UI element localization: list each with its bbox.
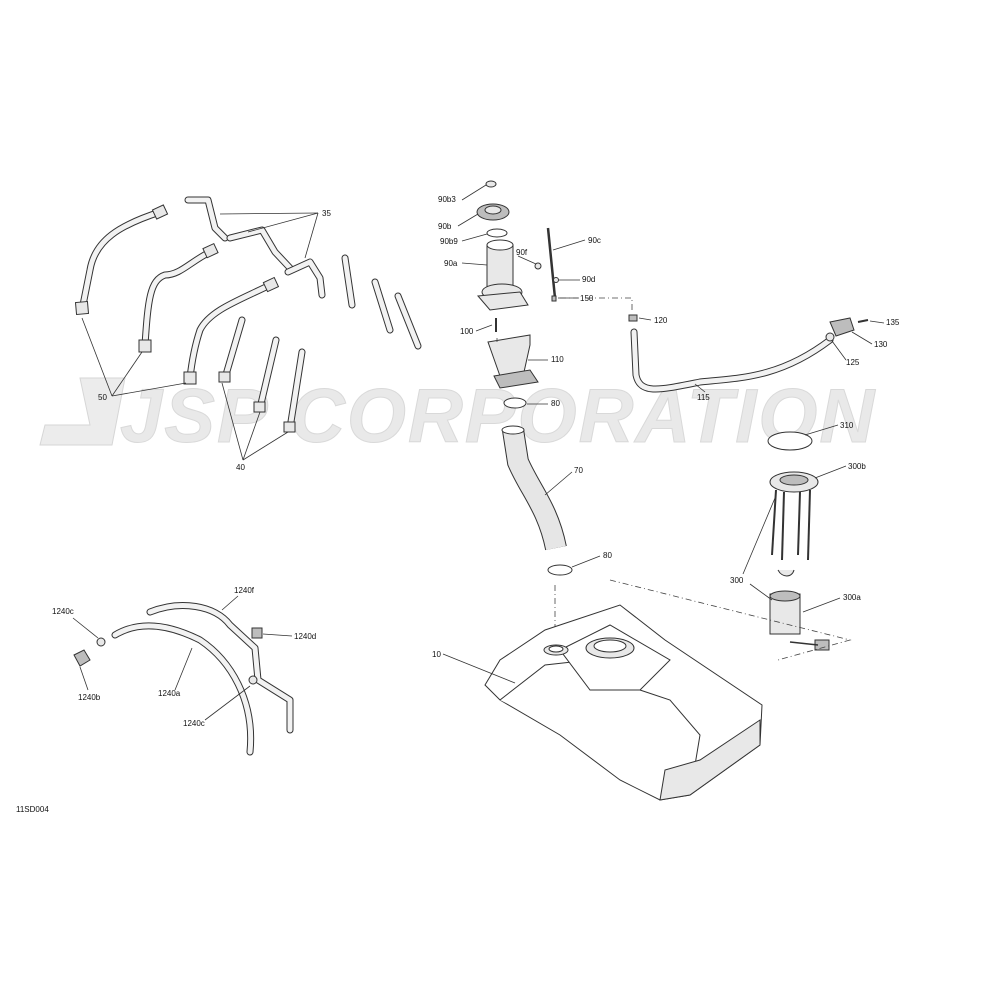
callout-300a: 300a xyxy=(843,593,861,602)
callout-10: 10 xyxy=(432,650,441,659)
part-80-clamp-lower xyxy=(547,564,573,576)
watermark-logo-mark xyxy=(39,377,126,446)
callout-1240b: 1240b xyxy=(78,693,101,702)
callout-110: 110 xyxy=(551,355,564,364)
callout-80-lower: 80 xyxy=(603,551,612,560)
callout-1240f: 1240f xyxy=(234,586,255,595)
part-90c-rod xyxy=(546,227,557,299)
callout-50: 50 xyxy=(98,393,107,402)
callout-90b: 90b xyxy=(438,222,452,231)
callout-1240d: 1240d xyxy=(294,632,316,641)
watermark-text: JSP CORPORATION xyxy=(120,374,876,459)
part-90b3 xyxy=(485,180,497,188)
watermark: JSP CORPORATION xyxy=(39,374,876,460)
fuel-lines-group: 1240f 1240c 1240d 1240b 1240a 1240c xyxy=(52,586,316,756)
callout-115: 115 xyxy=(697,393,710,402)
part-1240f-line xyxy=(146,602,294,734)
part-float xyxy=(777,569,795,577)
filler-neck-assembly: 90b3 90b 90b9 90a 90c 90f 90d 150 xyxy=(438,180,612,628)
part-150 xyxy=(551,295,557,302)
part-120-fitting xyxy=(628,314,638,322)
callout-120: 120 xyxy=(654,316,668,325)
callout-35: 35 xyxy=(322,209,331,218)
callout-90a: 90a xyxy=(444,259,458,268)
part-135-screw xyxy=(857,319,869,323)
callout-90b9: 90b9 xyxy=(440,237,458,246)
callout-310: 310 xyxy=(840,421,854,430)
callout-1240c-bottom: 1240c xyxy=(183,719,205,728)
part-1240b-fitting xyxy=(73,649,91,667)
callout-90c: 90c xyxy=(588,236,601,245)
callout-1240a: 1240a xyxy=(158,689,181,698)
vent-hose-group: 120 115 135 130 125 xyxy=(560,297,900,402)
callout-300: 300 xyxy=(730,576,744,585)
callout-130: 130 xyxy=(874,340,888,349)
callout-100: 100 xyxy=(460,327,474,336)
callout-40: 40 xyxy=(236,463,245,472)
part-1240a-line xyxy=(111,622,255,756)
callout-1240c-top: 1240c xyxy=(52,607,74,616)
part-neck-flange xyxy=(476,291,529,311)
callout-90f: 90f xyxy=(516,248,528,257)
part-130-valve xyxy=(829,317,855,337)
callout-125: 125 xyxy=(846,358,860,367)
callout-135: 135 xyxy=(886,318,900,327)
drawing-id: 11SD004 xyxy=(16,805,49,814)
fuel-pump-group: 310 300b 300a 300 xyxy=(609,421,866,661)
part-90d xyxy=(553,277,559,283)
part-90a-neck xyxy=(486,244,514,291)
fuel-tank: 10 xyxy=(432,604,763,801)
callout-90b3: 90b3 xyxy=(438,195,456,204)
callout-90d: 90d xyxy=(582,275,595,284)
part-125-clip xyxy=(825,332,835,342)
part-110-funnel xyxy=(487,334,531,377)
part-1240c-clamp-upper xyxy=(96,637,106,647)
part-1240c-clamp-lower xyxy=(248,675,258,685)
callout-80-upper: 80 xyxy=(551,399,560,408)
part-310-ring xyxy=(767,431,813,451)
part-80-clamp-upper xyxy=(503,397,527,409)
callout-70: 70 xyxy=(574,466,583,475)
part-90f xyxy=(534,262,542,270)
part-90b9-ring xyxy=(486,228,508,238)
callout-300b: 300b xyxy=(848,462,866,471)
part-1240d-connector xyxy=(251,627,263,639)
callout-150: 150 xyxy=(580,294,594,303)
strap-group: 35 50 40 xyxy=(74,196,422,472)
